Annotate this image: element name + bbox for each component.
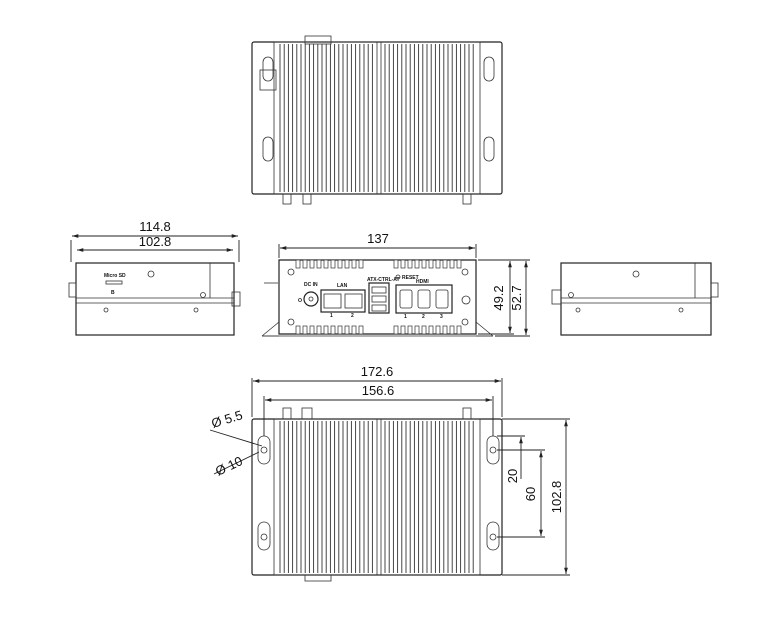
dimension-front-width: 137	[278, 231, 477, 258]
top-view-mount-slot	[262, 56, 495, 162]
top-view-heatsink	[279, 44, 474, 192]
dim-slot-offset-label: 20	[505, 469, 520, 483]
front-fin	[337, 259, 343, 269]
front-fin	[323, 325, 329, 335]
lan-label: LAN	[337, 283, 348, 289]
dim-bottom-outer-label: 172.6	[361, 364, 394, 379]
dim-front-height-inner-label: 49.2	[491, 285, 506, 310]
front-fin	[414, 259, 420, 269]
front-fin	[330, 259, 336, 269]
micro-sd-label: Micro SD	[104, 273, 126, 279]
top-view-antenna	[282, 193, 472, 205]
front-fin	[351, 325, 357, 335]
right-side-view	[551, 262, 719, 336]
lan-2-label: 2	[351, 313, 354, 319]
front-fin	[337, 325, 343, 335]
front-fin	[344, 259, 350, 269]
front-fin	[442, 259, 448, 269]
front-view-fins-bottom	[295, 325, 462, 335]
hdmi-3-label: 3	[440, 314, 443, 320]
front-fin	[421, 259, 427, 269]
dim-hole-small-label: Ø 5.5	[209, 407, 244, 431]
dim-bottom-inner-label: 156.6	[362, 383, 395, 398]
dim-hole-large-label: Ø 10	[213, 453, 245, 479]
front-fin	[393, 325, 399, 335]
bottom-view-mount-slot	[257, 435, 500, 551]
front-fin	[428, 259, 434, 269]
dim-slot-spacing-label: 60	[523, 487, 538, 501]
bottom-view-antenna	[282, 407, 472, 420]
front-fin	[309, 259, 315, 269]
front-fin	[414, 325, 420, 335]
hdmi-1-label: 1	[404, 314, 407, 320]
dimension-side-outer: 114.8	[70, 219, 240, 262]
bottom-view-heatsink	[279, 421, 474, 573]
dimension-hole-callouts: Ø 5.5 Ø 10	[209, 407, 263, 479]
front-fin	[428, 325, 434, 335]
dimension-side-inner: 102.8	[77, 234, 233, 252]
dimension-front-height: 49.2 52.7	[478, 259, 530, 337]
front-fin	[330, 325, 336, 335]
front-fin	[449, 325, 455, 335]
reset-label: RESET	[402, 275, 419, 281]
dim-front-height-outer-label: 52.7	[509, 285, 524, 310]
usb-label: ATX-CTRL-AT	[367, 277, 400, 283]
dc-in-label: DC IN	[304, 282, 318, 288]
dimension-slot-offsets: 20 60 102.8	[497, 418, 570, 576]
front-fin	[316, 259, 322, 269]
left-side-view: Micro SD B	[68, 262, 241, 336]
front-fin	[400, 259, 406, 269]
front-fin	[358, 259, 364, 269]
lan-1-label: 1	[330, 313, 333, 319]
front-view: DC IN LAN 1 2 ATX-CTRL-AT RESET HDMI 1 2…	[261, 259, 494, 337]
front-fin	[407, 259, 413, 269]
front-fin	[323, 259, 329, 269]
front-fin	[309, 325, 315, 335]
dim-mount-height-label: 102.8	[549, 481, 564, 514]
front-fin	[435, 325, 441, 335]
front-fin	[302, 259, 308, 269]
front-fin	[344, 325, 350, 335]
front-fin	[351, 259, 357, 269]
front-fin	[316, 325, 322, 335]
front-fin	[295, 325, 301, 335]
micro-sd-b-label: B	[111, 290, 115, 296]
dimension-bottom-outer: 172.6	[251, 364, 503, 417]
dimension-bottom-inner: 156.6	[263, 383, 494, 436]
front-fin	[449, 259, 455, 269]
front-fin	[295, 259, 301, 269]
hdmi-2-label: 2	[422, 314, 425, 320]
hdmi-label: HDMI	[416, 279, 429, 285]
front-view-fins-top	[295, 259, 462, 269]
dim-front-width-label: 137	[367, 231, 389, 246]
front-fin	[358, 325, 364, 335]
dim-side-inner-label: 102.8	[139, 234, 172, 249]
front-fin	[421, 325, 427, 335]
front-fin	[302, 325, 308, 335]
front-fin	[407, 325, 413, 335]
dim-side-outer-label: 114.8	[139, 219, 171, 234]
bottom-view	[251, 407, 503, 582]
front-fin	[456, 325, 462, 335]
front-fin	[393, 259, 399, 269]
front-fin	[435, 259, 441, 269]
front-fin	[456, 259, 462, 269]
front-fin	[400, 325, 406, 335]
top-view	[251, 35, 503, 205]
front-fin	[442, 325, 448, 335]
